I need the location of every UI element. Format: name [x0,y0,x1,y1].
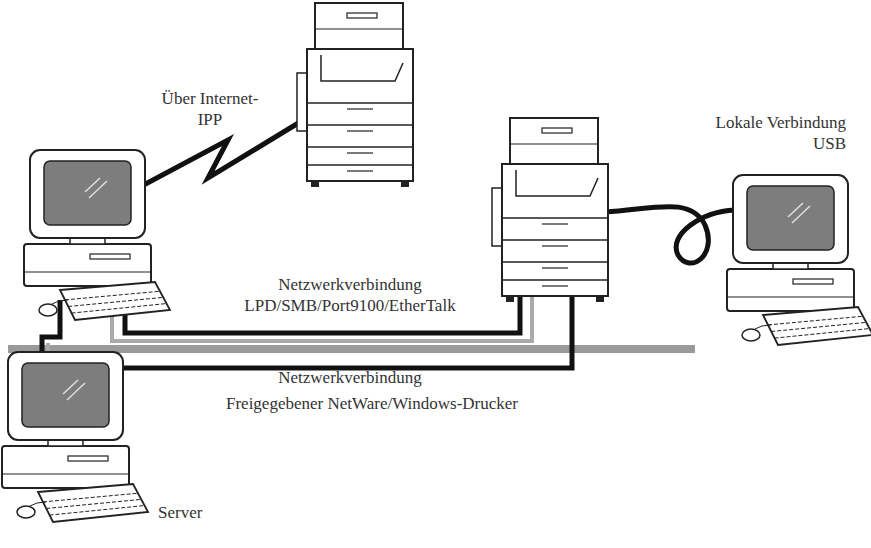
drawer-handle [542,245,568,246]
connection-label: Netzwerkverbindung LPD/SMB/Port9100/Ethe… [225,274,475,316]
printer-illustration [297,3,413,187]
mouse [17,506,35,518]
printer-foot [596,296,604,302]
printer-body [307,49,413,181]
keyboard [60,282,170,320]
control-panel [347,13,377,18]
monitor-screen [747,186,834,250]
computer-base [727,269,854,311]
keyboard-keys [46,499,141,508]
computer-illustration [727,175,871,345]
keyboard [38,484,148,522]
keyboard-keys [50,506,145,516]
mouse-cable [52,300,68,304]
output-tray [516,170,598,196]
keyboard-keys [65,291,160,300]
mouse [742,329,760,341]
keyboard-keys [68,297,163,306]
scanner-edge [315,28,403,29]
keyboard-keys [72,304,167,314]
connection-label: Netzwerkverbindung [225,367,475,388]
printer-foot [311,181,319,187]
usb-cable [605,206,735,263]
monitor-screen [44,161,131,225]
drawer-line [307,146,413,148]
drawer-handle [347,108,373,109]
drawer-line [502,217,608,219]
server-computer: Server [0,350,210,545]
device-label: Lokale Verbindung USB [706,112,846,154]
keyboard-keys [771,322,866,331]
monitor-screen [22,363,109,427]
drawer-line [502,239,608,241]
drawer-line [502,279,608,281]
keyboard-keys [768,316,863,325]
drawer-handle [347,130,373,131]
disk-drive [68,456,108,461]
device-label: Server [158,502,210,523]
monitor-case [30,150,145,238]
mouse [39,304,57,316]
computer-illustration [2,352,148,522]
computer-illustration [24,150,170,320]
monitor-case [8,352,123,440]
printer-foot [401,181,409,187]
screen-glare [89,181,107,198]
mouse-cable [755,325,771,329]
usb-computer: Lokale Verbindung USB [690,108,871,340]
mouse-cable [30,502,46,506]
drawer-handle [542,285,568,286]
drawer-line [502,261,608,263]
drawer-line [307,124,413,126]
connection-label: Freigegebener NetWare/Windows-Drucker [182,393,562,414]
scanner-edge [510,143,598,144]
drawer-handle [542,223,568,224]
drawer-line [307,102,413,104]
drawer-handle [347,152,373,153]
computer-base [24,244,151,286]
printer-body [502,164,608,296]
keyboard-keys [775,329,870,339]
screen-glare [792,206,810,223]
control-panel [542,128,572,133]
connection-label: Über Internet-IPP [155,88,265,130]
scanner-unit [510,118,598,164]
computer-base [2,446,129,488]
screen-glare [67,383,85,400]
disk-drive [793,279,833,284]
base-edge [2,473,129,474]
drawer-handle [542,267,568,268]
base-edge [727,296,854,297]
scanner-unit [315,3,403,49]
printer-foot [506,296,514,302]
internet-link [138,122,300,188]
keyboard [763,307,871,345]
printer-illustration [492,118,608,302]
monitor-case [733,175,848,263]
drawer-line [307,164,413,166]
keyboard-keys [43,493,138,502]
disk-drive [90,254,130,259]
drawer-handle [347,170,373,171]
output-tray [321,55,403,81]
base-edge [24,271,151,272]
